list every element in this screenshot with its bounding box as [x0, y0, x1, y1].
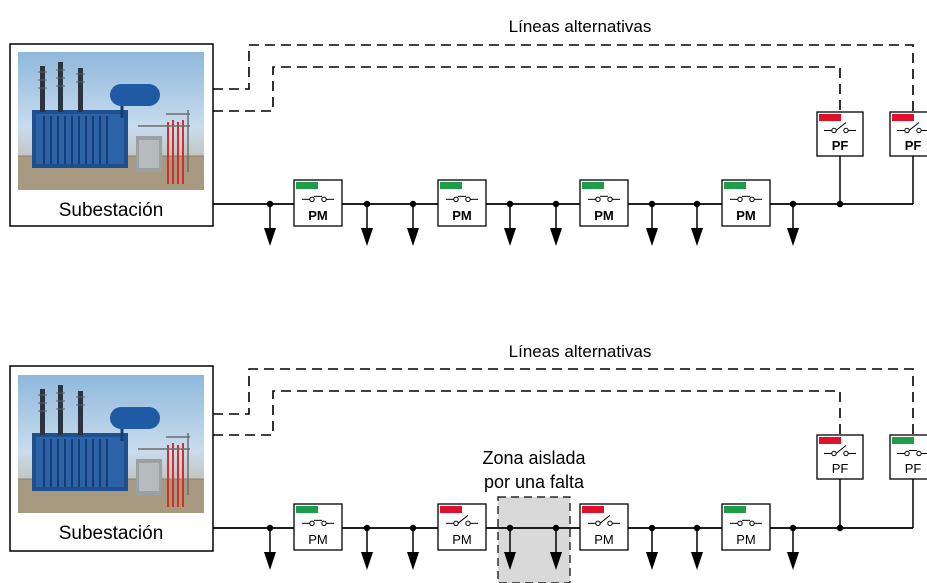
load-arrow [550, 228, 562, 246]
pm-label: PM [452, 208, 472, 223]
pm-recloser[interactable]: PM [579, 503, 629, 551]
alternative-lines [213, 44, 914, 113]
pm-label: PM [452, 532, 472, 547]
switch-closed-icon [302, 195, 334, 203]
load-arrow [550, 552, 562, 570]
closed-status-indicator [296, 182, 318, 189]
alternative-lines-label: Líneas alternativas [509, 17, 652, 36]
pm-recloser[interactable]: PM [293, 503, 343, 551]
pm-label: PM [594, 208, 614, 223]
pf-label: PF [832, 138, 849, 153]
closed-status-indicator [724, 506, 746, 513]
transformer-photo [18, 374, 204, 514]
pm-recloser[interactable]: PM [437, 503, 487, 551]
switch-open-icon [824, 445, 856, 457]
alternative-lines-label: Líneas alternativas [509, 342, 652, 361]
open-status-indicator [819, 437, 841, 444]
switch-closed-icon [588, 195, 620, 203]
pf-switch[interactable]: PF [889, 111, 927, 157]
load-arrow [361, 552, 373, 570]
switch-open-icon [588, 514, 620, 527]
load-arrow [264, 552, 276, 570]
switch-open-icon [897, 122, 927, 134]
open-status-indicator [582, 506, 604, 513]
open-status-indicator [819, 114, 841, 121]
substation-label: Subestación [59, 523, 164, 544]
pm-recloser[interactable]: PM [721, 179, 771, 227]
pm-label: PM [308, 208, 328, 223]
pm-label: PM [736, 208, 756, 223]
switch-closed-icon [446, 195, 478, 203]
substation: Subestación [9, 365, 214, 552]
pf-switch[interactable]: PF [889, 434, 927, 480]
load-arrow [646, 228, 658, 246]
pf-label: PF [832, 461, 849, 476]
pf-label: PF [905, 461, 922, 476]
pm-recloser[interactable]: PM [721, 503, 771, 551]
pm-label: PM [308, 532, 328, 547]
load-arrow [361, 228, 373, 246]
load-arrow [504, 228, 516, 246]
pm-label: PM [736, 532, 756, 547]
load-arrow [646, 552, 658, 570]
closed-status-indicator [892, 437, 914, 444]
top-diagram: Subestación Líneas alternativas PM PM PM PM… [9, 17, 927, 246]
substation: Subestación [9, 43, 214, 227]
pf-switch[interactable]: PF [816, 111, 864, 157]
isolated-zone [497, 496, 571, 583]
load-arrow [787, 552, 799, 570]
switch-open-icon [824, 122, 856, 134]
switch-closed-icon [730, 519, 762, 527]
pm-recloser[interactable]: PM [293, 179, 343, 227]
pf-switch[interactable]: PF [816, 434, 864, 480]
pm-label: PM [594, 532, 614, 547]
load-arrow [407, 228, 419, 246]
load-arrow [691, 552, 703, 570]
open-status-indicator [892, 114, 914, 121]
switch-closed-icon [730, 195, 762, 203]
pf-label: PF [905, 138, 922, 153]
closed-status-indicator [582, 182, 604, 189]
load-arrow [407, 552, 419, 570]
closed-status-indicator [296, 506, 318, 513]
pm-recloser[interactable]: PM [437, 179, 487, 227]
switch-closed-icon [897, 449, 927, 457]
alternative-lines [213, 368, 914, 436]
load-arrow [787, 228, 799, 246]
junction-dot [836, 200, 844, 208]
transformer-photo [18, 52, 204, 190]
junction-dot [836, 524, 844, 532]
switch-closed-icon [302, 519, 334, 527]
closed-status-indicator [440, 182, 462, 189]
load-arrow [504, 552, 516, 570]
isolated-zone-label-line1: Zona aislada [482, 448, 586, 468]
switch-open-icon [446, 514, 478, 527]
pm-recloser[interactable]: PM [579, 179, 629, 227]
closed-status-indicator [724, 182, 746, 189]
substation-label: Subestación [59, 200, 164, 221]
load-arrow [264, 228, 276, 246]
load-arrow [691, 228, 703, 246]
open-status-indicator [440, 506, 462, 513]
bottom-diagram: Zona aislada por una falta Subestación L… [9, 342, 927, 583]
isolated-zone-label-line2: por una falta [484, 472, 585, 492]
